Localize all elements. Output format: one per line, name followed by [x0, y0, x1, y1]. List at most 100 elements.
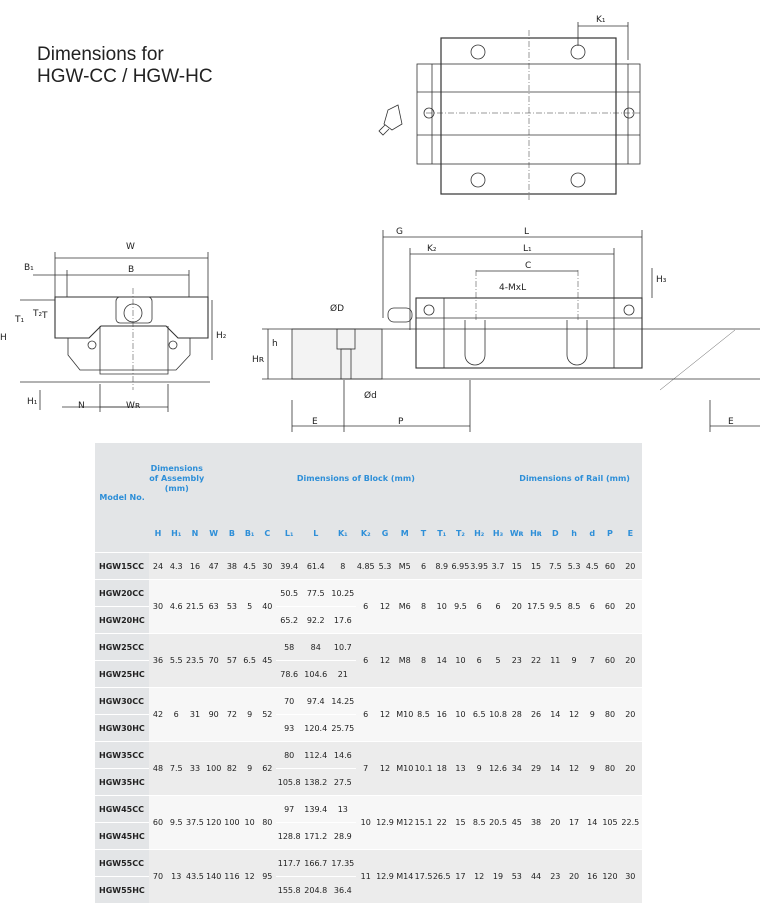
value-cell: 7 — [583, 633, 602, 687]
value-cell: 37.5 — [185, 795, 205, 849]
model-cell: HGW45CC — [95, 795, 150, 822]
column-header: B₁ — [240, 515, 259, 552]
value-cell: 14.25 — [329, 687, 357, 714]
label-od: ØD — [330, 303, 344, 314]
value-cell: 9 — [583, 687, 602, 741]
value-cell: 4.3 — [166, 552, 186, 579]
label-k2: K₂ — [427, 244, 437, 254]
value-cell: 14 — [583, 795, 602, 849]
model-cell: HGW45HC — [95, 822, 150, 849]
value-cell: 12.9 — [375, 795, 395, 849]
value-cell: 92.2 — [302, 606, 330, 633]
value-cell: M14 — [394, 849, 415, 903]
value-cell: 22 — [432, 795, 452, 849]
label-h3: H₃ — [656, 275, 667, 285]
value-cell: 120 — [601, 849, 619, 903]
value-cell: 14.6 — [329, 741, 357, 768]
value-cell: 38 — [526, 795, 546, 849]
value-cell: 7.5 — [166, 741, 186, 795]
value-cell: 10 — [356, 795, 376, 849]
value-cell: 20 — [618, 741, 642, 795]
value-cell: M12 — [394, 795, 415, 849]
value-cell: 4.5 — [240, 552, 259, 579]
column-header: Wʀ — [507, 515, 527, 552]
label-h1: H₁ — [27, 397, 38, 407]
value-cell: M10 — [394, 687, 415, 741]
model-cell: HGW55CC — [95, 849, 150, 876]
value-cell: 17 — [451, 849, 470, 903]
value-cell: 11 — [545, 633, 565, 687]
label-e-right: E — [728, 417, 734, 427]
value-cell: 16 — [583, 849, 602, 903]
value-cell: 31 — [185, 687, 205, 741]
value-cell: 17.6 — [329, 606, 357, 633]
value-cell: 12 — [564, 687, 584, 741]
value-cell: 13 — [451, 741, 470, 795]
value-cell: 8 — [329, 552, 357, 579]
value-cell: 36 — [149, 633, 167, 687]
column-header: W — [204, 515, 224, 552]
value-cell: 43.5 — [185, 849, 205, 903]
column-header: C — [258, 515, 277, 552]
column-header: E — [618, 515, 642, 552]
column-header: H₂ — [469, 515, 489, 552]
value-cell: 140 — [204, 849, 224, 903]
value-cell: 5.3 — [564, 552, 584, 579]
value-cell: 5.5 — [166, 633, 186, 687]
label-t1: T₁ — [14, 315, 24, 325]
model-cell: HGW15CC — [95, 552, 150, 579]
model-cell: HGW30CC — [95, 687, 150, 714]
technical-drawings: K₁ W B₁ B T₁ T T₂ H — [0, 15, 760, 432]
column-header: D — [545, 515, 565, 552]
value-cell: 30 — [149, 579, 167, 633]
value-cell: 9 — [564, 633, 584, 687]
value-cell: 105.8 — [276, 768, 303, 795]
value-cell: M5 — [394, 552, 415, 579]
model-cell: HGW25CC — [95, 633, 150, 660]
value-cell: 5 — [488, 633, 508, 687]
value-cell: 62 — [258, 741, 277, 795]
value-cell: 20 — [618, 633, 642, 687]
value-cell: 4.85 — [356, 552, 376, 579]
value-cell: 23 — [545, 849, 565, 903]
value-cell: 95 — [258, 849, 277, 903]
value-cell: 52 — [258, 687, 277, 741]
title-line-2: HGW-CC / HGW-HC — [37, 66, 213, 87]
value-cell: 16 — [432, 687, 452, 741]
header-assembly: Dimensions of Assembly (mm) — [149, 443, 205, 515]
value-cell: 30 — [618, 849, 642, 903]
column-header: T — [414, 515, 433, 552]
value-cell: 9 — [240, 687, 259, 741]
label-n: N — [78, 401, 85, 411]
value-cell: 93 — [276, 714, 303, 741]
value-cell: 13 — [329, 795, 357, 822]
value-cell: M10 — [394, 741, 415, 795]
value-cell: 6 — [166, 687, 186, 741]
value-cell: 39.4 — [276, 552, 303, 579]
column-header: K₁ — [329, 515, 357, 552]
value-cell: 204.8 — [302, 876, 330, 903]
value-cell: 22.5 — [618, 795, 642, 849]
value-cell: 47 — [204, 552, 224, 579]
value-cell: 80 — [276, 741, 303, 768]
column-header: H — [149, 515, 167, 552]
value-cell: 6.5 — [469, 687, 489, 741]
value-cell: 6 — [356, 687, 376, 741]
value-cell: 9.5 — [166, 795, 186, 849]
value-cell: 38 — [223, 552, 241, 579]
value-cell: 4.5 — [583, 552, 602, 579]
value-cell: 6 — [583, 579, 602, 633]
value-cell: 10 — [451, 633, 470, 687]
label-w: W — [126, 242, 135, 252]
value-cell: 120.4 — [302, 714, 330, 741]
value-cell: 10 — [432, 579, 452, 633]
value-cell: 10.8 — [488, 687, 508, 741]
column-header: K₂ — [356, 515, 376, 552]
value-cell: 116 — [223, 849, 241, 903]
column-header: d — [583, 515, 602, 552]
